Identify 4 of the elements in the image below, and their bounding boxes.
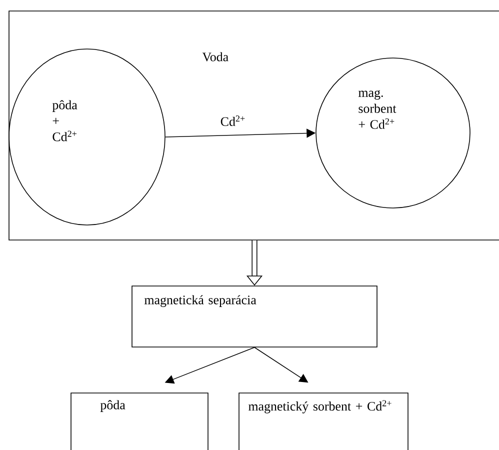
process-box: magnetický sorbent + Cd$^{2+}$ — [238, 392, 408, 450]
process-box: magnetická separácia — [132, 286, 378, 348]
edge-label: Cd$^{2+}$ — [219, 114, 247, 127]
process-box: pôda — [70, 392, 208, 450]
